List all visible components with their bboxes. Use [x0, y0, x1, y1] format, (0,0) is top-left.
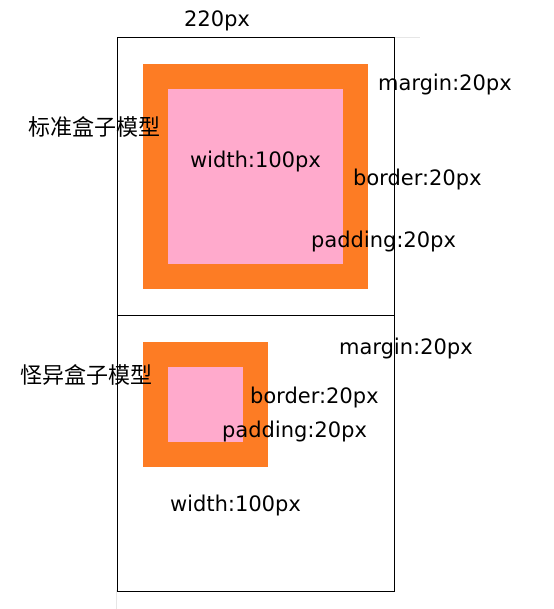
standard-content-box	[168, 89, 343, 264]
quirks-model-title: 怪异盒子模型	[20, 364, 153, 389]
standard-padding-label: padding:20px	[311, 228, 456, 252]
total-width-label: 220px	[184, 7, 250, 31]
quirks-margin-label: margin:20px	[339, 335, 473, 359]
standard-border-label: border:20px	[353, 166, 482, 190]
guide-line-top	[394, 37, 420, 38]
standard-margin-label: margin:20px	[378, 71, 512, 95]
guide-line-left	[116, 590, 117, 609]
section-divider	[117, 315, 395, 316]
standard-model-title: 标准盒子模型	[28, 116, 161, 141]
quirks-padding-label: padding:20px	[222, 418, 367, 442]
quirks-content-box	[168, 367, 243, 442]
quirks-width-label: width:100px	[170, 492, 301, 516]
outer-container	[117, 37, 395, 592]
quirks-border-label: border:20px	[250, 384, 379, 408]
standard-width-label: width:100px	[190, 148, 321, 172]
